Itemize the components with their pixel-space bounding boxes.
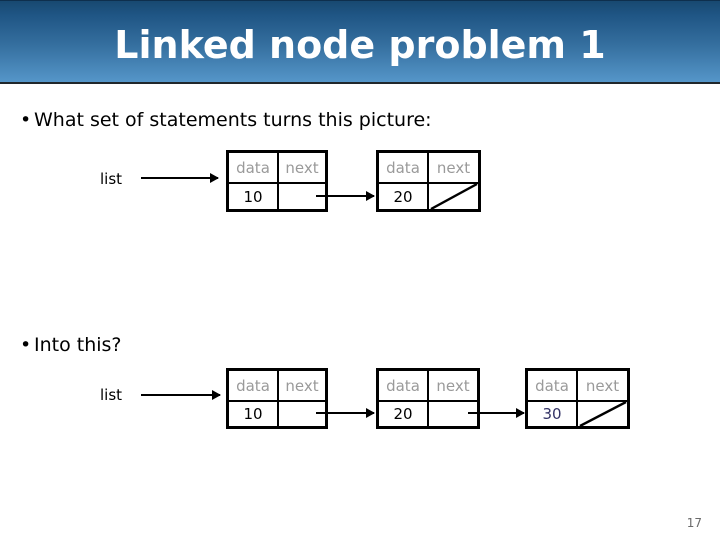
pointer-arrow-before [141,173,219,183]
node-header-next: next [436,376,470,395]
bullet-text-2: Into this? [34,334,122,356]
node-next-cell [279,402,325,426]
null-slash-icon [430,184,478,209]
connector-arrow-before-1 [316,191,375,201]
bullet-marker-icon: • [20,334,32,356]
null-slash-icon [579,402,627,426]
node-header-next: next [285,376,319,395]
node-value-data: 10 [229,402,279,426]
pointer-arrow-after [141,390,221,400]
pointer-label-list-before: list [100,170,123,188]
page-title: Linked node problem 1 [114,23,606,67]
bullet-text-1: What set of statements turns this pictur… [34,109,432,131]
node-after-1: data next 10 [226,368,328,429]
bullet-item-2: •Into this? [20,334,122,356]
slide-number: 17 [686,516,702,530]
node-value-data: 10 [229,184,279,209]
node-value-data: 20 [379,402,429,426]
node-header-data: data [379,153,429,182]
bullet-item-1: •What set of statements turns this pictu… [20,109,432,131]
node-header-next: next [285,158,319,177]
node-header-data: data [229,371,279,400]
node-value-data: 30 [528,402,578,426]
node-header-data: data [379,371,429,400]
node-next-cell-null [578,402,627,426]
node-next-cell [429,402,477,426]
node-after-2: data next 20 [376,368,480,429]
connector-arrow-after-1 [316,408,375,418]
slide-title-banner: Linked node problem 1 [0,0,720,84]
node-value-data: 20 [379,184,429,209]
node-before-2: data next 20 [376,150,481,212]
node-before-1: data next 10 [226,150,328,212]
node-header-next: next [585,376,620,395]
bullet-marker-icon: • [20,109,32,131]
node-next-cell-null [429,184,478,209]
node-header-data: data [229,153,279,182]
node-header-data: data [528,371,578,400]
node-header-next: next [436,158,471,177]
connector-arrow-after-2 [468,408,525,418]
node-after-3: data next 30 [525,368,630,429]
pointer-label-list-after: list [100,386,123,404]
